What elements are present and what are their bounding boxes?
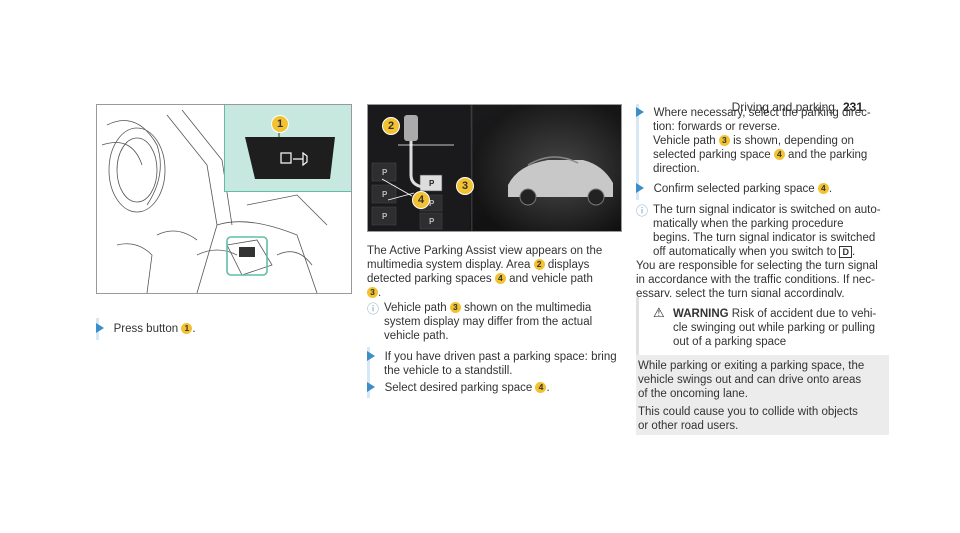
warning-box: ⚠ WARNING Risk of accident due to vehi- …: [636, 297, 889, 435]
note-vehicle-path: Vehicle path 3 shown on the multimedia s…: [384, 302, 593, 342]
step-press-button: Press button 1.: [96, 322, 196, 336]
svg-text:P: P: [429, 217, 435, 226]
callout-ref-4: 4: [494, 273, 506, 284]
step-standstill: If you have driven past a parking space:…: [367, 350, 617, 378]
info-icon: ⓘ: [636, 204, 649, 218]
step-bar: [367, 347, 370, 381]
button-inset: 1: [224, 105, 351, 192]
svg-text:P: P: [382, 212, 388, 221]
step-arrow-icon: [636, 183, 644, 193]
svg-text:P: P: [429, 179, 435, 188]
gear-d-symbol: D: [839, 246, 852, 258]
info-icon: ⓘ: [367, 302, 380, 316]
para-responsible: You are responsible for selecting the tu…: [636, 260, 878, 300]
callout-2: 2: [382, 117, 400, 135]
step-arrow-icon: [96, 323, 104, 333]
warning-body-1: While parking or exiting a parking space…: [638, 360, 865, 400]
warning-header: ⚠ WARNING Risk of accident due to vehi- …: [636, 297, 889, 355]
callout-ref-4c: 4: [773, 149, 785, 160]
svg-text:P: P: [429, 199, 435, 208]
callout-3: 3: [456, 177, 474, 195]
callout-ref-2: 2: [533, 259, 545, 270]
callout-ref-3b: 3: [449, 302, 461, 313]
step-confirm-space: Confirm selected parking space 4.: [636, 182, 832, 196]
console-illustration: 1: [96, 104, 352, 294]
para-view-appears: The Active Parking Assist view appears o…: [367, 245, 603, 299]
step-arrow-icon: [367, 351, 375, 361]
console-drawing: [101, 109, 328, 293]
callout-ref-3c: 3: [718, 135, 730, 146]
warning-body: While parking or exiting a parking space…: [636, 355, 889, 435]
step-arrow-icon: [367, 382, 375, 392]
page-header: Driving and parking 231: [732, 100, 863, 114]
display-drawing: PPP PPP: [368, 105, 621, 231]
button-highlight: [226, 236, 268, 276]
callout-ref-4b: 4: [535, 382, 547, 393]
note-turn-signal: The turn signal indicator is switched on…: [653, 204, 881, 258]
callout-4: 4: [412, 191, 430, 209]
warning-body-2: This could cause you to collide with obj…: [638, 406, 858, 432]
callout-1: 1: [271, 115, 289, 133]
warning-triangle-icon: ⚠: [653, 305, 665, 320]
page-number: 231: [842, 100, 863, 114]
warning-title: WARNING Risk of accident due to vehi- cl…: [673, 308, 877, 348]
inset-drawing: [245, 131, 335, 179]
svg-text:P: P: [382, 190, 388, 199]
callout-ref-3: 3: [367, 287, 378, 298]
step-arrow-icon: [636, 107, 644, 117]
svg-text:P: P: [382, 168, 388, 177]
step-select-space: Select desired parking space 4.: [367, 381, 550, 395]
callout-ref-1: 1: [181, 323, 193, 334]
section-title: Driving and parking: [731, 100, 835, 114]
step-bar: [636, 104, 639, 180]
step-parking-direction: Where necessary, select the parking dire…: [636, 106, 871, 176]
callout-ref-4d: 4: [817, 183, 829, 194]
